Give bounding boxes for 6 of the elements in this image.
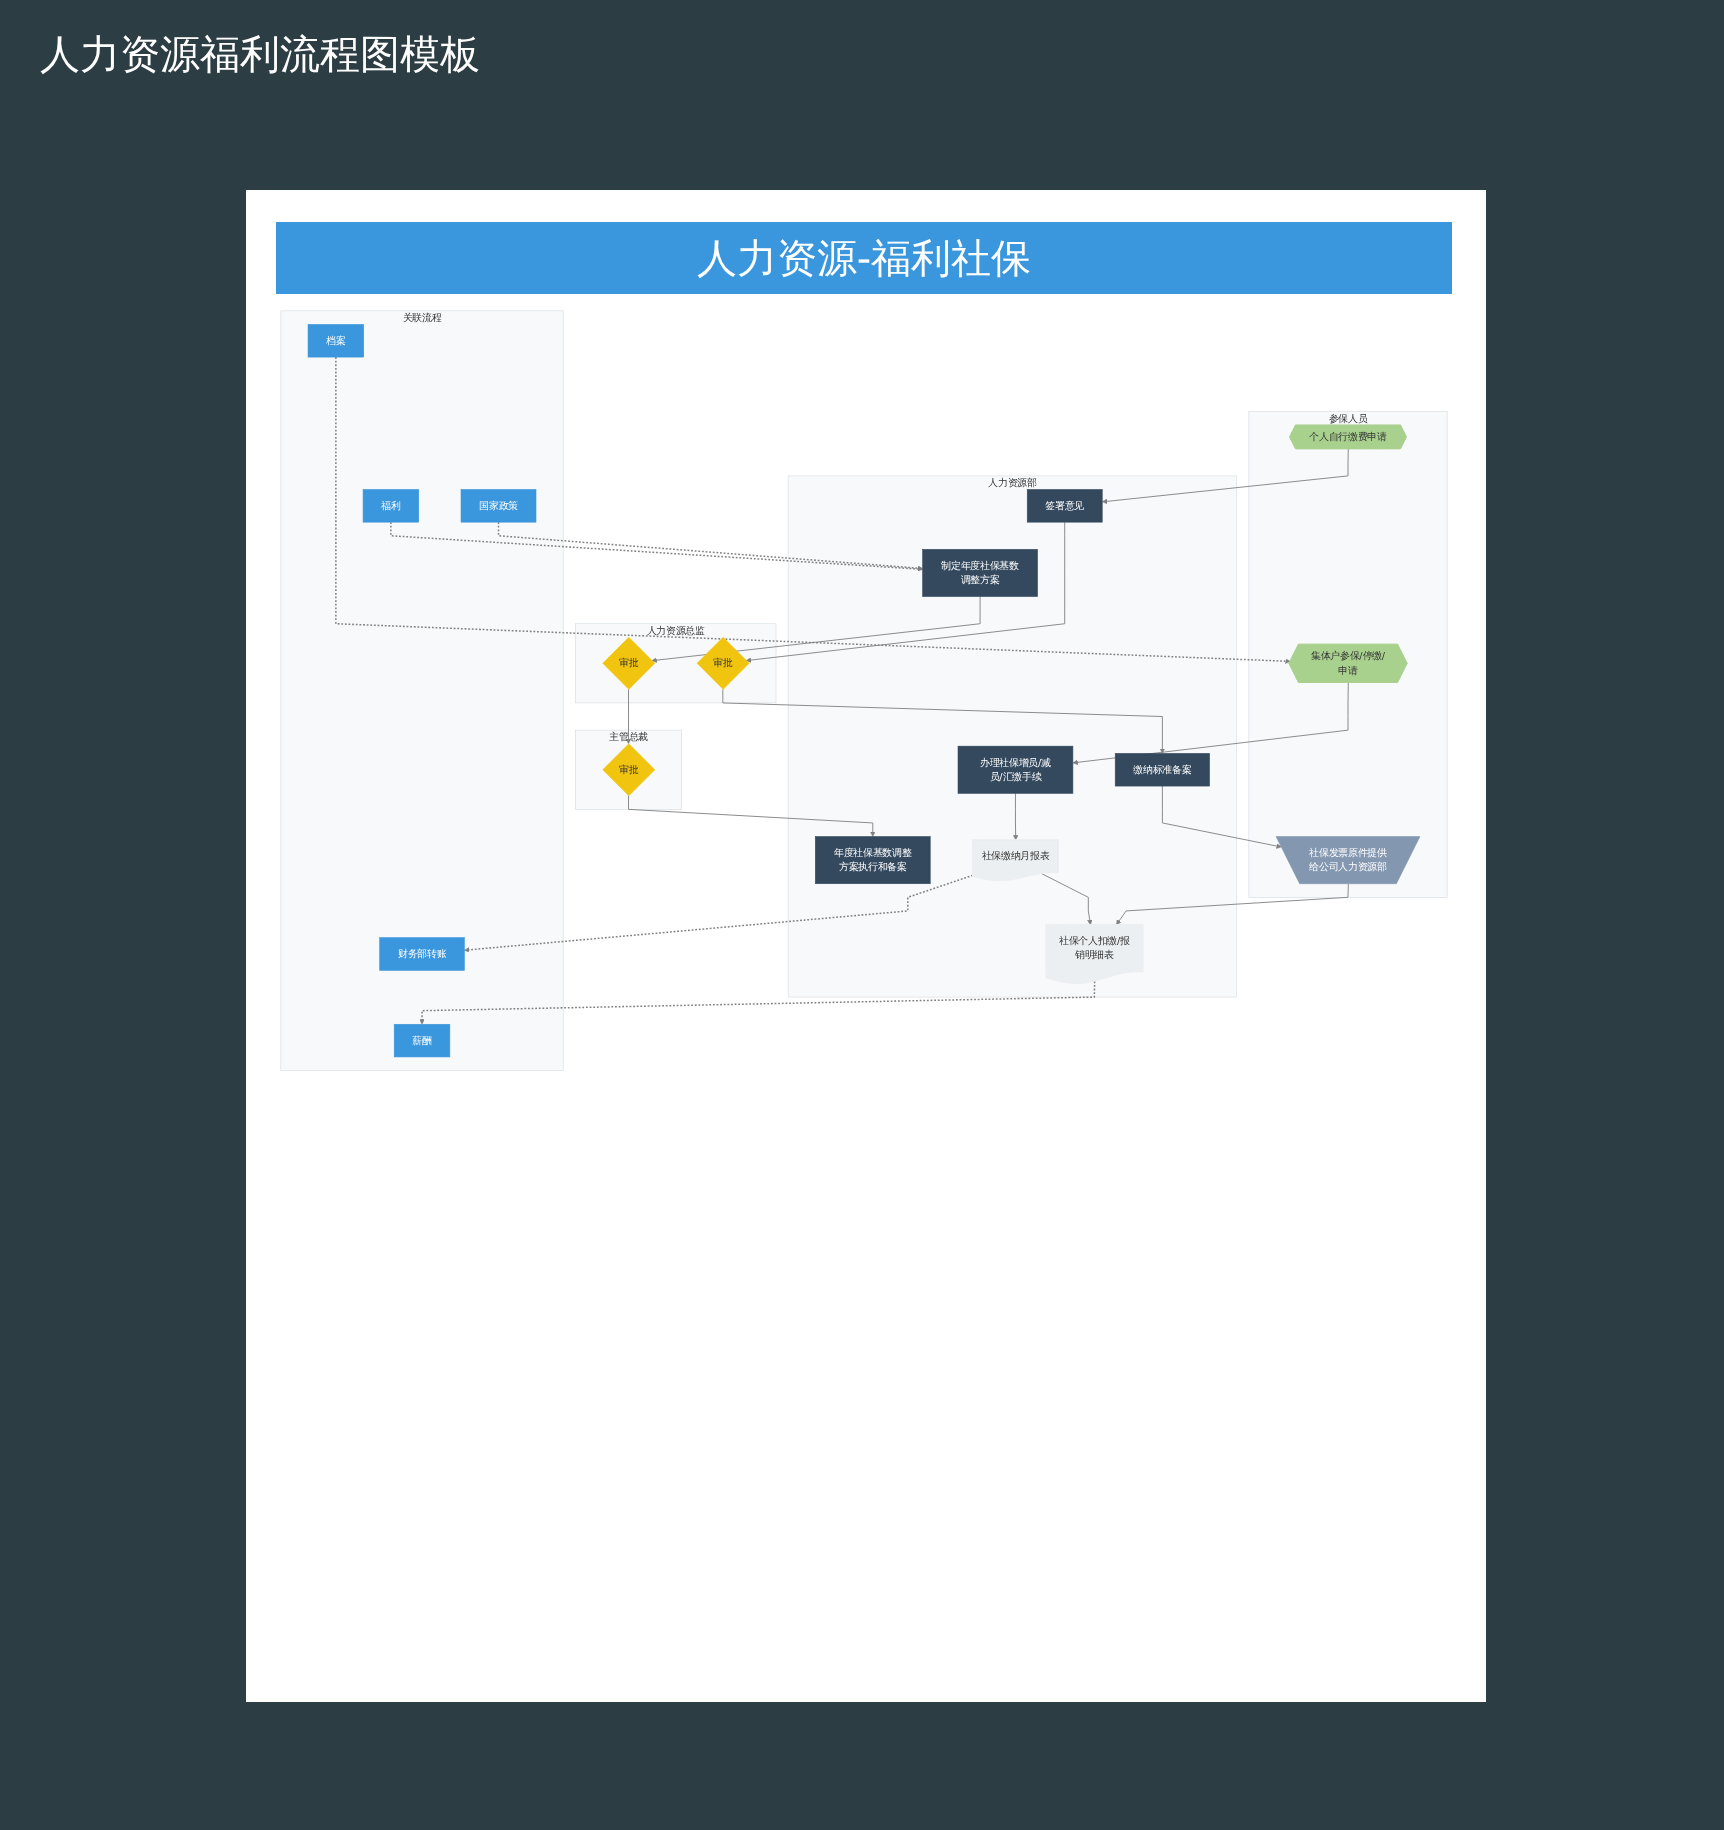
- arrow: [419, 980, 1096, 1025]
- arrow: [464, 874, 974, 953]
- title-band: 人力资源-福利社保: [276, 222, 1452, 294]
- page-heading: 人力资源福利流程图模板: [40, 30, 480, 78]
- arrow: [497, 521, 923, 571]
- arrow: [390, 521, 923, 572]
